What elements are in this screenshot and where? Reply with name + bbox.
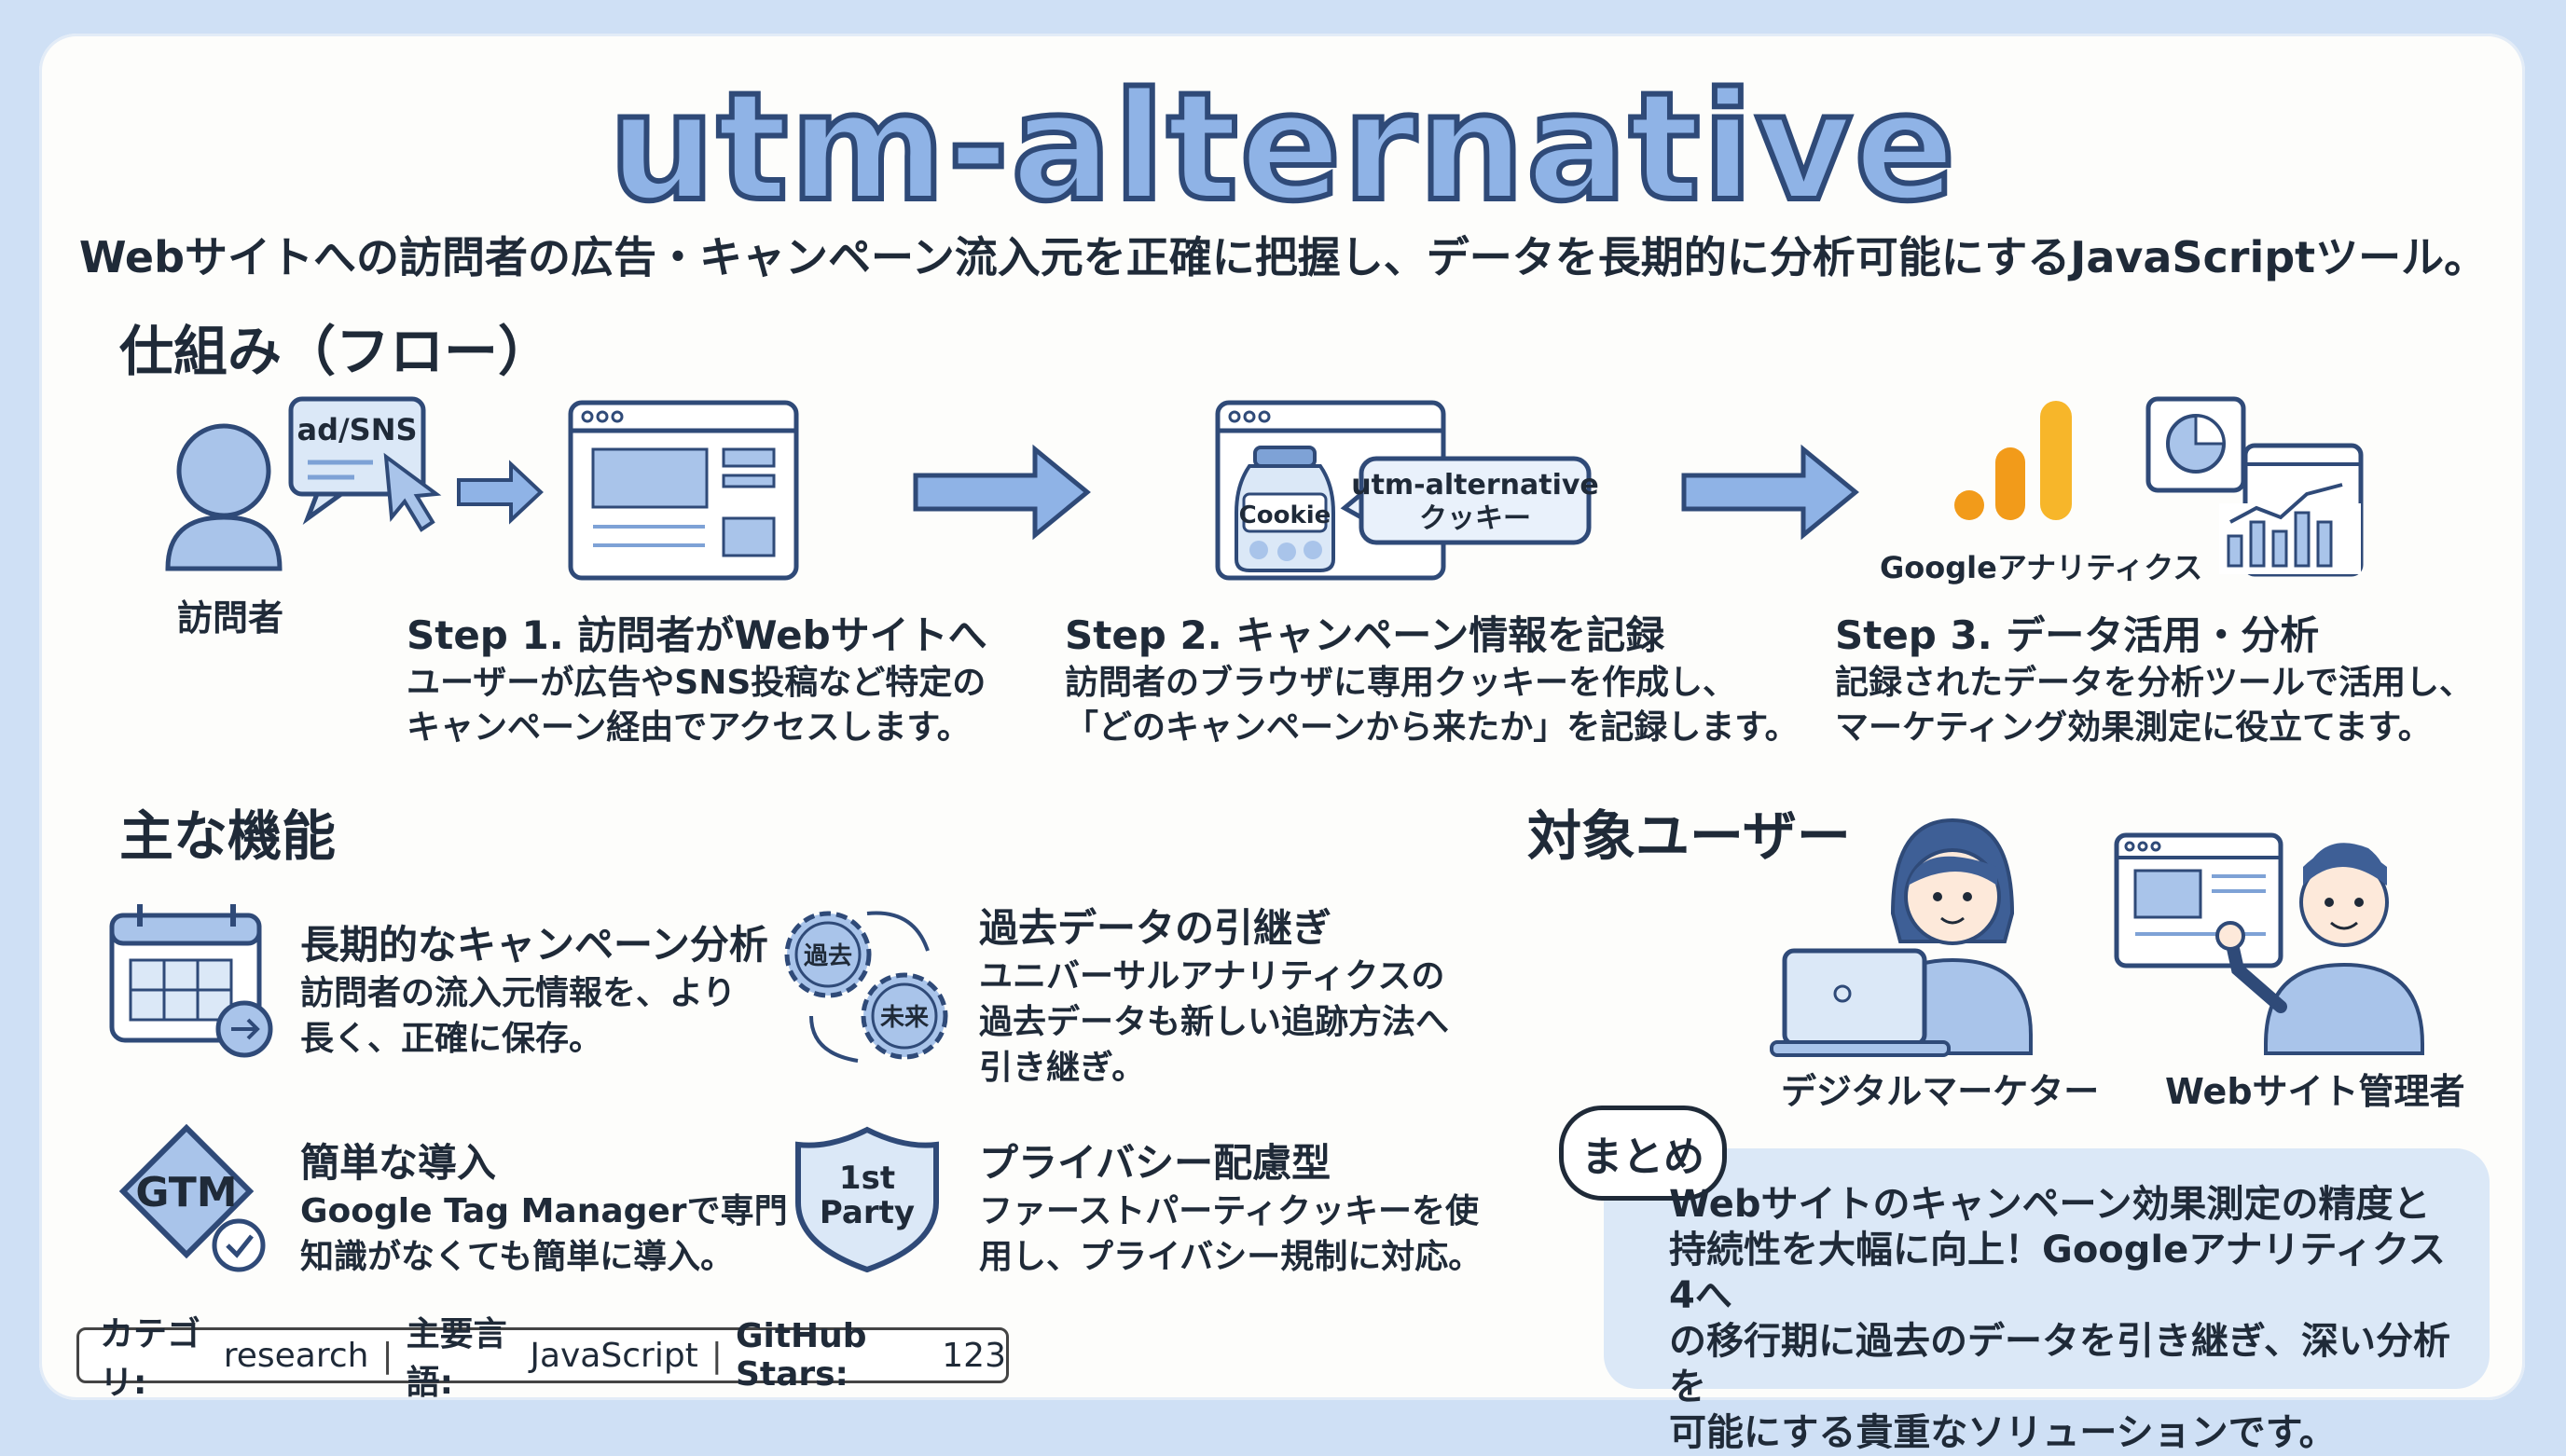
stars-value: 123	[942, 1336, 1006, 1375]
summary-tag: まとめ	[1559, 1106, 1727, 1201]
feature-desc: ユニバーサルアナリティクスの	[979, 957, 1445, 996]
step-title: Step 3. データ活用・分析	[1835, 612, 2320, 658]
page-title: utm-alternative	[606, 60, 1958, 234]
step-3: Step 3. データ活用・分析 記録されたデータを分析ツールで活用し、 マーケ…	[1835, 604, 2473, 750]
summary-box	[1604, 1148, 2490, 1389]
summary-line: Webサイトのキャンペーン効果測定の精度と	[1669, 1183, 2431, 1226]
feature-title: プライバシー配慮型	[979, 1140, 1331, 1186]
user-label-marketer: デジタルマーケター	[1781, 1071, 2100, 1112]
feature-item: プライバシー配慮型 ファーストパーティクッキーを使 用し、プライバシー規制に対応…	[979, 1132, 1482, 1280]
ad-bubble-text: ad/SNS	[297, 412, 417, 447]
step-desc: マーケティング効果測定に役立てます。	[1835, 708, 2432, 747]
user-label-admin: Webサイト管理者	[2165, 1071, 2465, 1112]
feature-title: 過去データの引継ぎ	[979, 905, 1332, 951]
google-analytics-logo-icon	[1954, 401, 2072, 520]
arrow-icon	[913, 444, 1091, 541]
feature-desc: Google Tag Managerで専門	[300, 1192, 788, 1230]
digital-marketer-icon	[1770, 817, 2033, 1057]
visitor-icon	[165, 423, 283, 571]
feature-desc: 長く、正確に保存。	[300, 1020, 603, 1058]
summary-text: Webサイトのキャンペーン効果測定の精度と 持続性を大幅に向上！Googleアナ…	[1669, 1182, 2471, 1456]
category-value: research	[223, 1336, 369, 1375]
feature-desc: 過去データも新しい追跡方法へ	[979, 1003, 1450, 1041]
feature-title: 簡単な導入	[300, 1140, 497, 1186]
step-desc: キャンペーン経由でアクセスします。	[407, 708, 971, 747]
feature-item: 過去データの引継ぎ ユニバーサルアナリティクスの 過去データも新しい追跡方法へ …	[979, 897, 1449, 1091]
stars-key: GitHub Stars:	[735, 1317, 867, 1394]
gtm-badge-label: GTM	[135, 1169, 237, 1216]
feature-title: 長期的なキャンペーン分析	[300, 922, 768, 968]
shield-line1: 1st	[839, 1160, 895, 1197]
calendar-icon	[109, 904, 273, 1058]
cookie-speech-bubble: utm-alternative クッキー	[1340, 456, 1599, 545]
shield-line2: Party	[820, 1194, 915, 1231]
arrow-icon	[457, 460, 544, 525]
category-key: カテゴリ:	[100, 1315, 201, 1402]
visitor-label: 訪問者	[177, 598, 284, 639]
shield-icon: 1st Party	[795, 1126, 939, 1273]
step-1: Step 1. 訪問者がWebサイトへ ユーザーが広告やSNS投稿など特定の キ…	[407, 604, 987, 750]
step-desc: ユーザーが広告やSNS投稿など特定の	[407, 664, 986, 702]
gears-icon: 過去 未来	[784, 911, 948, 1063]
gtm-icon: GTM	[118, 1123, 266, 1272]
feature-desc: 知識がなくても簡単に導入。	[300, 1238, 735, 1276]
step-desc: 記録されたデータを分析ツールで活用し、	[1835, 664, 2474, 702]
website-admin-icon	[2114, 832, 2424, 1055]
meta-footer: カテゴリ: research | 主要言語: JavaScript | GitH…	[76, 1315, 1009, 1402]
page-subtitle: Webサイトへの訪問者の広告・キャンペーン流入元を正確に把握し、データを長期的に…	[78, 232, 2488, 282]
step-2: Step 2. キャンペーン情報を記録 訪問者のブラウザに専用クッキーを作成し、…	[1065, 604, 1799, 750]
summary-line: 可能にする貴重なソリューションです。	[1669, 1411, 2337, 1454]
step-title: Step 2. キャンペーン情報を記録	[1065, 612, 1665, 658]
step-desc: 訪問者のブラウザに専用クッキーを作成し、	[1065, 664, 1737, 702]
feature-desc: 引き継ぎ。	[979, 1049, 1146, 1087]
summary-line: の移行期に過去のデータを引き継ぎ、深い分析を	[1669, 1320, 2450, 1408]
arrow-icon	[1681, 444, 1859, 541]
feature-item: 長期的なキャンペーン分析 訪問者の流入元情報を、より 長く、正確に保存。	[300, 913, 768, 1062]
summary-line: 持続性を大幅に向上！Googleアナリティクス4へ	[1669, 1229, 2446, 1317]
gear-past-label: 過去	[804, 942, 852, 970]
language-value: JavaScript	[530, 1336, 698, 1375]
gear-future-label: 未来	[880, 1004, 930, 1032]
step-desc: 「どのキャンペーンから来たか」を記録します。	[1065, 708, 1799, 747]
feature-desc: 訪問者の流入元情報を、より	[300, 974, 737, 1012]
step-title: Step 1. 訪問者がWebサイトへ	[407, 612, 987, 658]
language-key: 主要言語:	[406, 1315, 507, 1402]
cookie-bubble-line1: utm-alternative	[1351, 469, 1599, 501]
website-window-icon	[568, 400, 799, 581]
feature-item: 簡単な導入 Google Tag Managerで専門 知識がなくても簡単に導入…	[300, 1132, 788, 1280]
cursor-icon	[383, 452, 442, 532]
analytics-dashboard-icon	[2145, 396, 2364, 577]
ad-sns-bubble-icon: ad/SNS	[288, 396, 426, 525]
feature-desc: ファーストパーティクッキーを使	[979, 1192, 1480, 1230]
cookie-jar-label: Cookie	[1239, 501, 1331, 529]
cookie-bubble-line2: クッキー	[1419, 502, 1531, 535]
ga-label: Googleアナリティクス	[1880, 550, 2203, 585]
feature-desc: 用し、プライバシー規制に対応。	[979, 1238, 1483, 1276]
